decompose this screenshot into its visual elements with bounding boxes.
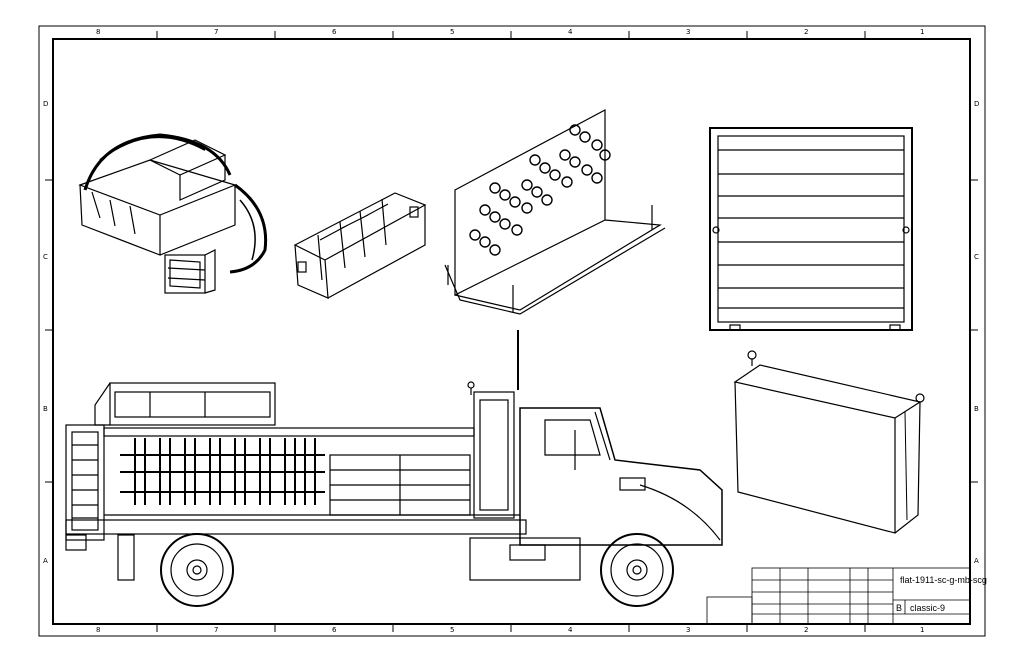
- zone-bottom-label: 5: [450, 626, 454, 634]
- zone-row-label: A: [974, 557, 979, 565]
- zone-top-label: 5: [450, 28, 454, 36]
- cone-rack-pegs: [469, 124, 611, 256]
- front-wheel: [600, 533, 674, 607]
- cone-rack-panel-view: [444, 109, 666, 315]
- zone-top-label: 6: [332, 28, 337, 36]
- zone-bottom-label: 2: [804, 626, 808, 634]
- zone-row-label: D: [43, 100, 48, 108]
- rear-wheel: [160, 533, 234, 607]
- zone-row-label: B: [43, 405, 48, 413]
- zone-bottom-label: 8: [96, 626, 100, 634]
- zone-top-label: 1: [920, 28, 924, 36]
- drawing-number: flat-1911-sc-g-mb-scg: [900, 575, 987, 585]
- truck-cone-rack: [120, 438, 325, 505]
- zone-labels: 8 7 6 5 4 3 2 1 8 7 6 5 4 3 2 1 D C B A …: [43, 28, 979, 634]
- roll-up-door-view: [709, 127, 913, 331]
- zone-bottom-label: 1: [920, 626, 924, 634]
- zone-row-label: D: [974, 100, 979, 108]
- title-block: [706, 567, 971, 625]
- zone-row-label: C: [974, 253, 979, 261]
- zone-bottom-label: 3: [686, 626, 690, 634]
- inner-border: [52, 38, 971, 625]
- zone-top-label: 3: [686, 28, 690, 36]
- zone-bottom-label: 6: [332, 626, 337, 634]
- zone-row-label: B: [974, 405, 979, 413]
- storage-compartment-view: [78, 133, 268, 294]
- partitioned-box-view: [293, 192, 427, 299]
- toolbox-view: [733, 350, 925, 534]
- zone-bottom-label: 7: [214, 626, 218, 634]
- zone-top-label: 2: [804, 28, 808, 36]
- zone-row-label: A: [43, 557, 48, 565]
- zone-top-label: 4: [568, 28, 573, 36]
- drawing-subtitle: classic-9: [910, 603, 945, 613]
- zone-top-label: 7: [214, 28, 218, 36]
- truck-side-view: [65, 330, 723, 607]
- outer-border: [38, 25, 986, 637]
- sheet-size: B: [896, 603, 902, 613]
- zone-top-label: 8: [96, 28, 100, 36]
- zone-ticks: [45, 31, 978, 632]
- zone-bottom-label: 4: [568, 626, 573, 634]
- zone-row-label: C: [43, 253, 48, 261]
